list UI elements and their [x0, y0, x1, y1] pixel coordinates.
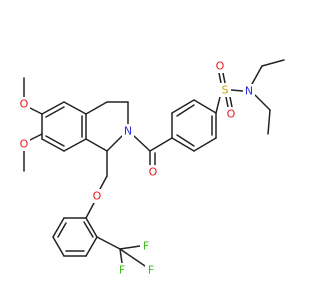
bond-benzo-ring-double-1: [45, 106, 65, 118]
bond-n-ethyl-2-a: [254, 94, 271, 111]
bond-s-o-lower-b: [229, 96, 233, 108]
bond-sat-ring-a: [85, 101, 108, 115]
fluorine-3-label: F: [148, 264, 154, 277]
bond-sat-ring-d: [106, 135, 123, 152]
bond-cf3-to-f1: [119, 245, 141, 250]
sulfur-label: S: [222, 84, 229, 97]
bond-benzo-ring-double-3: [45, 135, 65, 147]
ether-oxygen-background: [91, 189, 103, 203]
fluorine-1-label: F: [143, 240, 149, 253]
bond-cf3-to-f2: [119, 248, 123, 264]
bond-s-o-lower-a: [225, 96, 229, 108]
bond-aryl-ring-e: [85, 236, 98, 257]
bond-carbonyl-c-to-aryl: [149, 137, 173, 152]
bond-cf3-to-f3: [119, 248, 146, 267]
bond-ether-o-to-aryl: [85, 202, 95, 219]
sulfonamide-nitrogen-background: [243, 84, 255, 98]
bond-s-o-upper-a: [218, 72, 222, 84]
bond-layer: [23, 59, 285, 267]
ether-oxygen-label: O: [93, 190, 102, 203]
bond-methoxy-6-o-to-ring: [29, 107, 43, 115]
fluorine-2-background: [116, 263, 128, 277]
bond-para-ring-double-3: [176, 134, 195, 147]
chemical-structure-diagram: O O N O O S O O N F F F: [18, 59, 285, 277]
bond-para-ring-f: [171, 137, 195, 152]
oxygen-methoxy-7-background: [18, 137, 30, 151]
sulfonamide-nitrogen-label: N: [245, 85, 253, 98]
bond-aryl-ring-c: [52, 236, 65, 257]
oxygen-methoxy-6-label: O: [20, 98, 29, 111]
bond-para-ring-double-1: [176, 104, 195, 117]
oxygen-methoxy-6-background: [18, 97, 30, 111]
fluorine-1-background: [140, 239, 152, 253]
bond-para-ring-c: [193, 99, 217, 114]
bond-n-ethyl-1-b: [261, 59, 285, 67]
bond-s-o-upper-b: [222, 72, 226, 84]
bond-methoxy-7-o-to-ring: [29, 133, 43, 141]
bond-para-ring-e: [193, 137, 217, 152]
sulfonyl-oxygen-upper-background: [214, 59, 226, 73]
carbonyl-oxygen-background: [147, 165, 159, 179]
bond-aryl-to-cf3-c: [96, 236, 121, 250]
atom-label-layer: O O N O O S O O N F F F: [18, 59, 255, 277]
sulfonyl-oxygen-upper-label: O: [216, 60, 225, 73]
bond-s-to-n: [230, 89, 244, 92]
bond-aryl-ring-f: [85, 217, 98, 238]
sulfur-background: [219, 83, 231, 97]
bond-aryl-ring-b: [52, 217, 65, 238]
bond-n-to-carbonyl-c: [133, 135, 151, 152]
bond-sat-ring-e: [85, 138, 108, 152]
oxygen-methoxy-7-label: O: [20, 138, 29, 151]
ring-nitrogen-background: [122, 124, 134, 138]
bond-benzo-ring-a: [41, 101, 65, 115]
bond-benzo-ring-e: [41, 138, 65, 152]
bond-n-ethyl-2-b: [267, 109, 271, 135]
fluorine-2-label: F: [119, 264, 125, 277]
bond-benzo-ring-b: [63, 101, 87, 115]
bond-benzo-ring-d: [63, 138, 87, 152]
bond-n-ethyl-1-a: [251, 65, 263, 85]
bond-aryl-ring-double-3: [83, 221, 94, 238]
bond-para-ring-b: [171, 99, 195, 114]
fluorine-3-background: [145, 263, 157, 277]
bond-ring-to-sulfur: [215, 96, 221, 114]
sulfonyl-oxygen-lower-background: [225, 107, 237, 121]
sulfonyl-oxygen-lower-label: O: [227, 108, 236, 121]
carbonyl-oxygen-label: O: [149, 166, 158, 179]
bond-ch2-to-ether-o: [99, 175, 108, 190]
bond-aryl-ring-double-1: [57, 222, 67, 238]
ring-nitrogen-label: N: [124, 125, 132, 138]
